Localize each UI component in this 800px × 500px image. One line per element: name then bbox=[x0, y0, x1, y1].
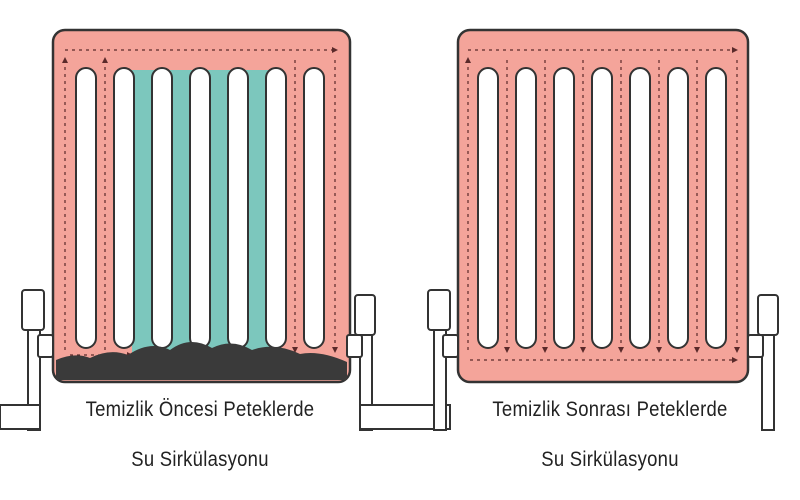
valve-icon bbox=[442, 334, 764, 358]
valve-icon bbox=[37, 334, 363, 358]
caption-after-line1: Temizlik Sonrası Peteklerde bbox=[492, 398, 728, 421]
caption-after-line2: Su Sirkülasyonu bbox=[541, 448, 679, 471]
pipe-right-radiator bbox=[427, 289, 779, 431]
pipe-left-radiator bbox=[0, 289, 451, 431]
caption-before-line2: Su Sirkülasyonu bbox=[131, 448, 269, 471]
radiator-tubes-after bbox=[477, 67, 727, 349]
radiator-before bbox=[0, 28, 451, 431]
flow-arrow-icon bbox=[465, 47, 740, 363]
radiator-tubes-before bbox=[75, 67, 325, 349]
sludge-deposit-icon bbox=[56, 341, 347, 380]
radiator-after bbox=[427, 28, 779, 431]
caption-before-line1: Temizlik Öncesi Peteklerde bbox=[85, 398, 315, 421]
